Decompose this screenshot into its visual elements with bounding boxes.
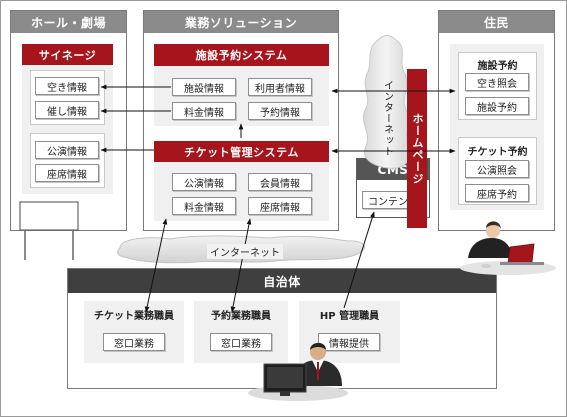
ticket-reservation-title: チケット予約 [467, 147, 528, 158]
staff-reservation-task: 窓口業務 [210, 333, 272, 351]
facility-system-title: 施設予約システム [154, 44, 329, 66]
resident-item-vacancy-inquiry: 空き照会 [465, 73, 529, 91]
signage-item-performance: 公演情報 [35, 141, 99, 159]
facility-item-users: 利用者情報 [248, 78, 312, 96]
ticket-item-members: 会員情報 [248, 173, 312, 191]
business-title: 業務ソリューション [144, 11, 338, 33]
staff-hp-title: HP 管理職員 [319, 311, 380, 322]
staff-at-computer-icon [248, 342, 348, 401]
facility-reservation-title: 施設予約 [477, 61, 518, 72]
signage-item-events: 催し情報 [35, 101, 99, 119]
facility-item-fees: 料金情報 [172, 102, 236, 120]
resident-with-laptop-icon [460, 221, 556, 275]
arrow-ticket-staff [144, 218, 168, 313]
horizontal-internet-label: インターネット [207, 244, 283, 259]
facility-item-facility: 施設情報 [172, 78, 236, 96]
vertical-internet-label: インターネット [377, 72, 397, 164]
staff-ticket-panel [84, 301, 184, 363]
ticket-system-title: チケット管理システム [154, 141, 329, 162]
staff-ticket-task: 窓口業務 [103, 333, 165, 351]
resident-item-seat-booking: 座席予約 [465, 184, 529, 202]
homepage-bar [407, 69, 427, 228]
resident-item-facility-booking: 施設予約 [465, 97, 529, 115]
homepage-label: ホームページ [407, 72, 427, 226]
arrow-reservation-staff [230, 218, 252, 313]
resident-item-performance-inquiry: 公演照会 [465, 160, 529, 178]
ticket-item-seats: 座席情報 [248, 197, 312, 215]
signage-item-vacancy: 空き情報 [35, 77, 99, 95]
staff-hp-task: 情報提供 [318, 333, 380, 351]
ticket-item-performance: 公演情報 [172, 173, 236, 191]
municipality-title: 自治体 [68, 269, 496, 293]
vertical-internet-text: インターネット [381, 79, 393, 157]
ticket-item-fees: 料金情報 [172, 197, 236, 215]
facility-item-reservations: 予約情報 [248, 102, 312, 120]
signage-item-seats: 座席情報 [35, 164, 99, 182]
signage-board-icon [19, 201, 79, 260]
hall-title: ホール・劇場 [11, 11, 126, 33]
homepage-text: ホームページ [411, 113, 424, 185]
staff-reservation-title: 予約業務職員 [211, 311, 271, 322]
staff-ticket-title: チケット業務職員 [94, 311, 174, 322]
arrow-hp-staff-to-cms [343, 211, 375, 309]
residents-title: 住民 [439, 11, 554, 33]
signage-title: サイネージ [22, 44, 113, 65]
